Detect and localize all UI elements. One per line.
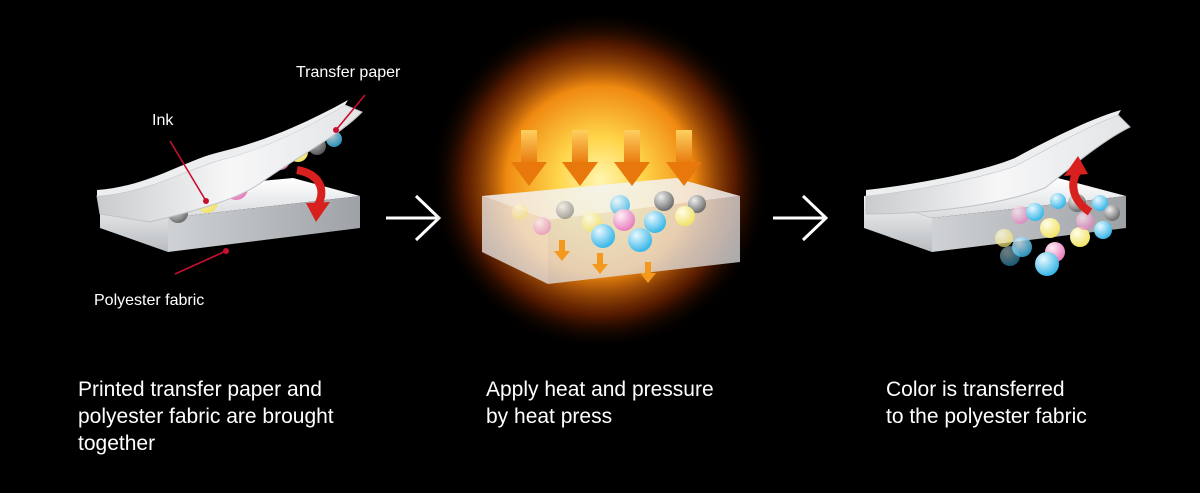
caption-line: by heat press [486, 405, 613, 428]
step3-illustration [864, 110, 1131, 276]
next-step-arrow-icon [386, 194, 442, 242]
polyester-fabric-label: Polyester fabric [94, 292, 205, 309]
ink-dots [512, 191, 706, 252]
transfer-paper-label: Transfer paper [296, 64, 401, 81]
lower-arrow-icon [296, 166, 330, 222]
step1-illustration [96, 94, 366, 275]
caption-line: to the polyester fabric [886, 405, 1087, 428]
transfer-paper-sheet [96, 104, 363, 223]
caption-line: Printed transfer paper and [78, 378, 322, 401]
caption-line: Apply heat and pressure [486, 378, 714, 401]
heat-arrows-icon [511, 130, 702, 186]
step2-illustration [430, 10, 770, 350]
caption-line: Color is transferred [886, 378, 1065, 401]
caption-line: polyester fabric are brought [78, 405, 334, 428]
ink-label: Ink [152, 112, 174, 129]
heat-glow [430, 10, 770, 350]
peel-arrow-icon [1064, 156, 1093, 216]
step2-caption: Apply heat and pressure by heat press [486, 376, 714, 430]
step3-caption: Color is transferred to the polyester fa… [886, 376, 1087, 430]
next-step-arrow-icon [773, 194, 829, 242]
penetration-arrows-icon [554, 240, 656, 283]
step1-caption: Printed transfer paper and polyester fab… [78, 376, 334, 457]
leader-lines [169, 94, 366, 275]
ink-dots [995, 193, 1120, 276]
caption-line: together [78, 432, 156, 455]
